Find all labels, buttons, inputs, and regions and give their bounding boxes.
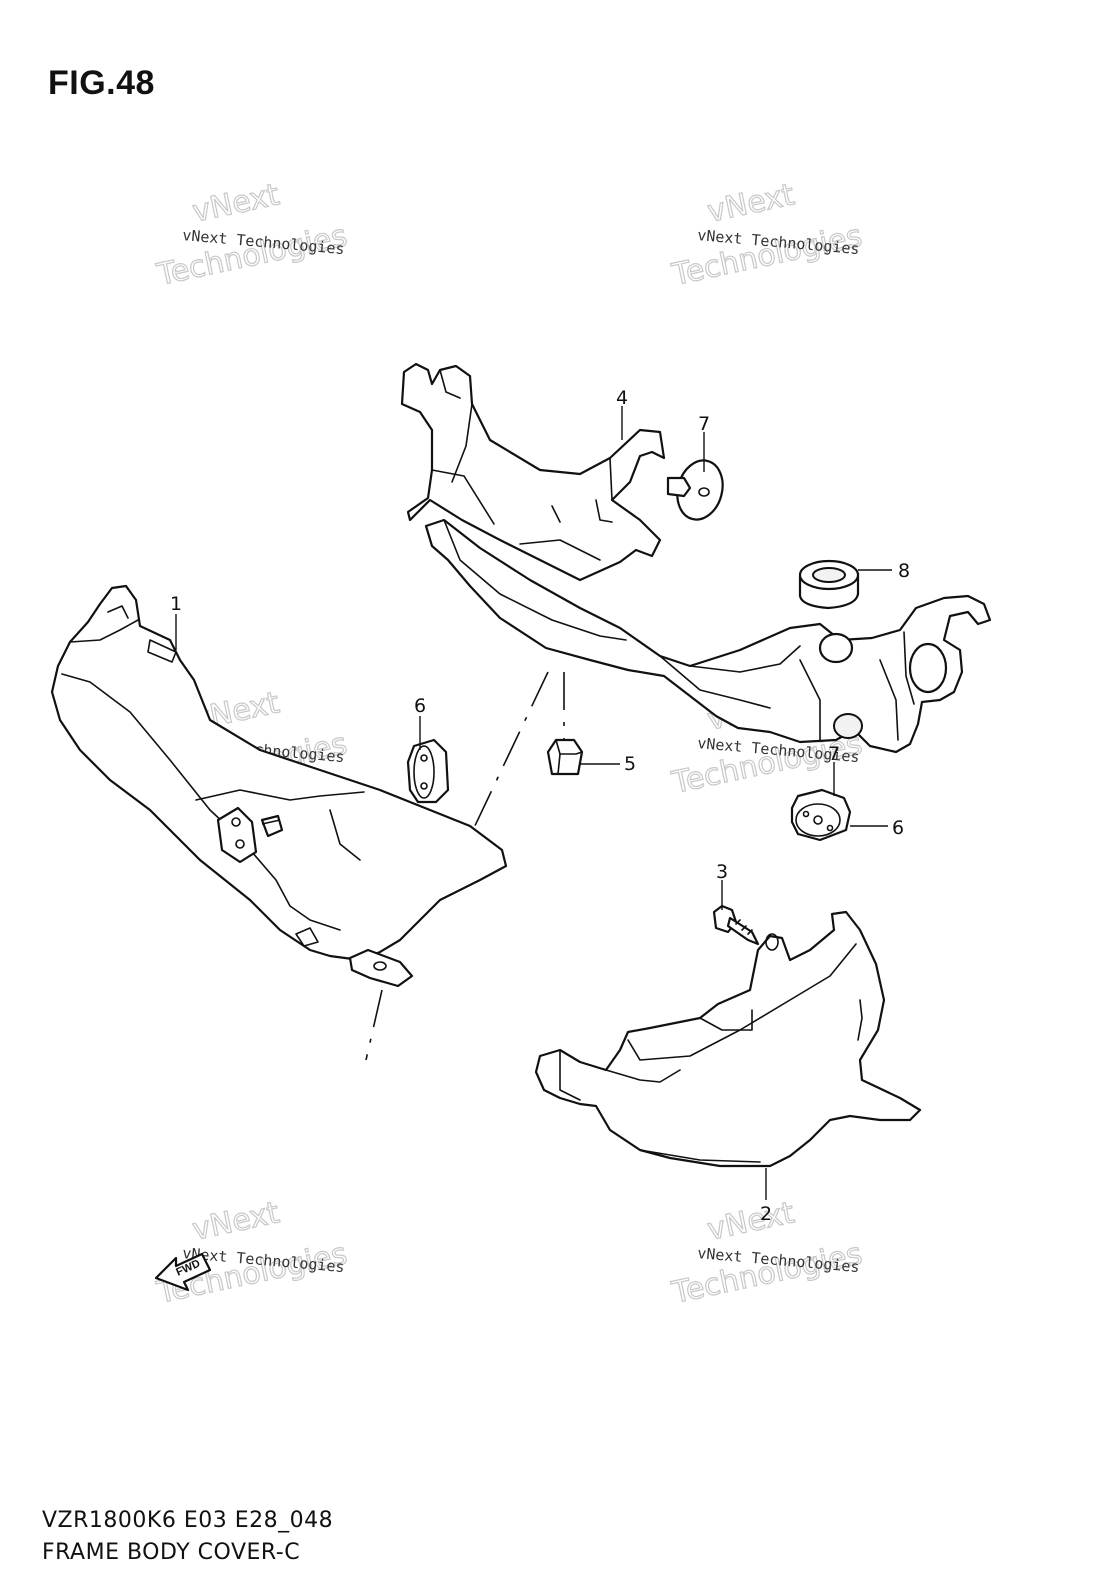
callout-7-upper: 7 (698, 413, 710, 435)
fwd-direction-arrow-icon: FWD (154, 1252, 212, 1292)
svg-text:vNext: vNext (189, 177, 282, 230)
svg-text:vNext: vNext (704, 177, 797, 230)
callout-numbers: 1 2 3 4 5 6 6 7 7 8 (170, 387, 910, 1225)
part-2-lower-cover (534, 910, 922, 1168)
svg-text:vNext: vNext (189, 1195, 282, 1248)
callout-3: 3 (716, 861, 728, 883)
watermark-top-right: vNext Technologies vNext Technologies (668, 177, 866, 294)
diagram-code: VZR1800K6 E03 E28_048 (42, 1508, 334, 1533)
part-3-screw (712, 904, 760, 946)
part-1-left-cover (50, 584, 508, 988)
callout-5: 5 (624, 753, 636, 775)
watermark-bottom-left: vNext Technologies vNext Technologies (153, 1195, 351, 1312)
callout-4: 4 (616, 387, 628, 409)
callout-1: 1 (170, 593, 182, 615)
assembly-lines (261, 671, 565, 1061)
callout-2: 2 (760, 1203, 772, 1225)
part-5-nut (546, 738, 584, 776)
watermark-top-left: vNext Technologies vNext Technologies (153, 177, 351, 294)
part-7-push-rivet-upper (666, 459, 724, 521)
part-6-cushion-left (406, 738, 450, 804)
part-6-cushion-right (790, 788, 852, 842)
callout-6-left: 6 (414, 695, 426, 717)
diagram-name: FRAME BODY COVER-C (42, 1540, 301, 1565)
figure-title: FIG.48 (48, 64, 155, 102)
callout-7-lower: 7 (828, 743, 840, 765)
part-8-grommet (798, 559, 860, 610)
callout-8: 8 (898, 560, 910, 582)
svg-text:vNext: vNext (704, 1195, 797, 1248)
callout-leaders (175, 406, 892, 1200)
part-4-upper-cover-bracket (400, 362, 666, 582)
part-lower-under-cover (424, 518, 992, 754)
callout-6-right: 6 (892, 817, 904, 839)
